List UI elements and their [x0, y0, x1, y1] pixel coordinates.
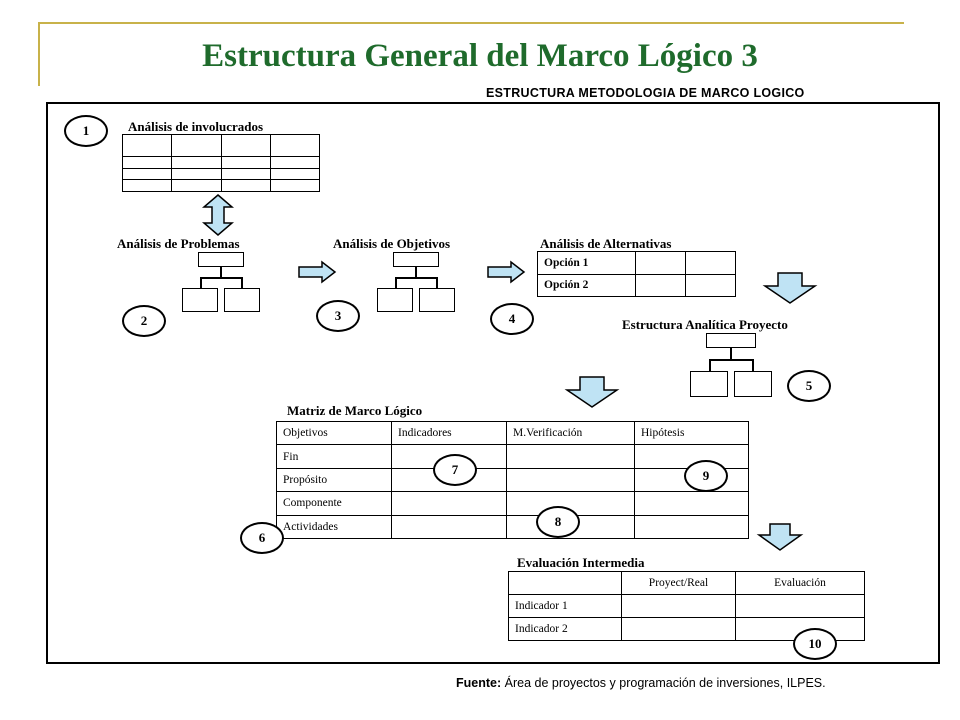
matriz-row-label: Propósito: [276, 467, 392, 493]
step-number-7: 7: [433, 454, 477, 486]
matriz-column-header: M.Verificación: [506, 420, 635, 446]
source-label: Fuente:: [456, 676, 502, 690]
project-structure-tree-icon: [688, 333, 774, 397]
matriz-column-header: Indicadores: [391, 420, 507, 446]
label-matriz-marco-logico: Matriz de Marco Lógico: [287, 403, 423, 418]
involucrados-table: [121, 134, 321, 192]
evaluacion-row-label: Indicador 1: [508, 594, 622, 618]
evaluacion-column-header: [508, 571, 622, 595]
evaluacion-row-label: Indicador 2: [508, 617, 622, 641]
slide-title: Estructura General del Marco Lógico 3: [202, 38, 758, 74]
label-analisis-problemas: Análisis de Problemas: [117, 236, 240, 251]
label-evaluacion-intermedia: Evaluación Intermedia: [517, 555, 645, 570]
diagram-frame: [46, 102, 940, 664]
label-analisis-objetivos: Análisis de Objetivos: [333, 236, 451, 251]
evaluacion-column-header: Proyect/Real: [621, 571, 736, 595]
problem-tree-icon: [180, 252, 262, 312]
label-analisis-alternativas: Análisis de Alternativas: [540, 236, 672, 251]
alternativa-row-label: Opción 1: [537, 251, 636, 275]
step-number-6: 6: [240, 522, 284, 554]
down-arrow-icon: [762, 272, 818, 304]
step-number-4: 4: [490, 303, 534, 335]
step-number-1: 1: [64, 115, 108, 147]
matriz-table: Objetivos Indicadores M.Verificación Hip…: [276, 420, 749, 540]
source-note: Fuente: Área de proyectos y programación…: [456, 676, 826, 690]
step-number-9: 9: [684, 460, 728, 492]
label-estructura-analitica: Estructura Analítica Proyecto: [622, 317, 788, 332]
step-number-8: 8: [536, 506, 580, 538]
evaluacion-table: Proyect/Real Evaluación Indicador 1 Indi…: [508, 571, 865, 641]
alternativas-table: Opción 1 Opción 2: [537, 251, 736, 297]
accent-vertical-line: [38, 22, 40, 86]
step-number-5: 5: [787, 370, 831, 402]
right-arrow-icon: [487, 260, 526, 284]
label-analisis-involucrados: Análisis de involucrados: [128, 119, 264, 134]
source-text: Área de proyectos y programación de inve…: [501, 676, 826, 690]
objective-tree-icon: [375, 252, 457, 312]
down-arrow-icon: [564, 376, 620, 408]
double-arrow-icon: [201, 194, 235, 236]
matriz-row-label: Componente: [276, 491, 392, 516]
step-number-2: 2: [122, 305, 166, 337]
matriz-column-header: Objetivos: [276, 420, 392, 446]
step-number-3: 3: [316, 300, 360, 332]
matriz-row-label: Fin: [276, 444, 392, 469]
matriz-row-label: Actividades: [276, 514, 392, 540]
diagram-header: ESTRUCTURA METODOLOGIA DE MARCO LOGICO: [486, 86, 805, 100]
accent-horizontal-line: [38, 22, 904, 24]
alternativa-row-label: Opción 2: [537, 273, 636, 297]
down-arrow-icon: [756, 523, 804, 551]
right-arrow-icon: [298, 260, 337, 284]
evaluacion-column-header: Evaluación: [735, 571, 865, 595]
matriz-column-header: Hipótesis: [634, 420, 749, 446]
step-number-10: 10: [793, 628, 837, 660]
